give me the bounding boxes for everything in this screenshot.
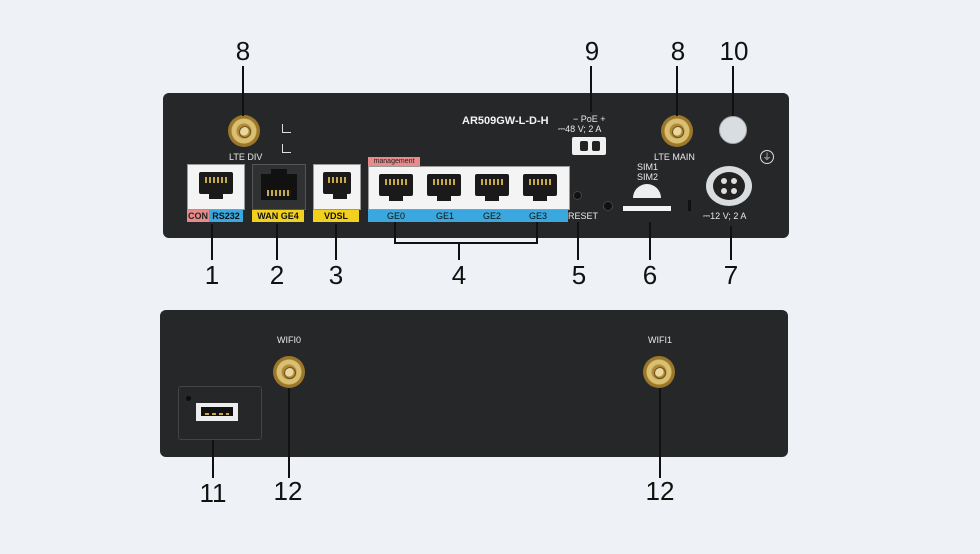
leader-12-right bbox=[659, 388, 661, 478]
ge-label-bar bbox=[368, 210, 568, 222]
callout-9: 9 bbox=[584, 36, 600, 66]
wifi1-antenna-connector bbox=[643, 356, 675, 388]
ge3-label: GE3 bbox=[528, 211, 547, 221]
callout-5: 5 bbox=[571, 260, 587, 290]
console-port[interactable] bbox=[187, 164, 245, 210]
wifi1-label: WIFI1 bbox=[648, 335, 672, 345]
ge1-label: GE1 bbox=[435, 211, 454, 221]
rj11-jack bbox=[323, 172, 351, 199]
wan-ge4-label: WAN GE4 bbox=[252, 210, 304, 222]
leader-3 bbox=[335, 224, 337, 260]
slot-mark bbox=[688, 200, 691, 211]
wifi0-label: WIFI0 bbox=[277, 335, 301, 345]
callout-3: 3 bbox=[328, 260, 344, 290]
leader-1 bbox=[211, 224, 213, 260]
ground-screw bbox=[719, 116, 747, 144]
vdsl-label: VDSL bbox=[313, 210, 359, 222]
con-label: CON bbox=[187, 210, 209, 222]
callout-11: 11 bbox=[199, 478, 227, 508]
back-panel bbox=[160, 310, 788, 457]
reset-pinhole[interactable] bbox=[573, 191, 582, 200]
leader-8-left bbox=[242, 66, 244, 116]
management-label: management bbox=[368, 157, 420, 166]
indicator-dot bbox=[603, 201, 613, 211]
rj45-jack bbox=[261, 174, 297, 200]
wifi0-antenna-connector bbox=[273, 356, 305, 388]
ge2-label: GE2 bbox=[482, 211, 501, 221]
leader-7 bbox=[730, 226, 732, 260]
callout-8-left: 8 bbox=[235, 36, 251, 66]
leader-5 bbox=[577, 222, 579, 260]
leader-6 bbox=[649, 222, 651, 260]
lte-div-antenna-connector bbox=[228, 115, 260, 147]
power-rating-label: ⎓12 V; 2 A bbox=[703, 211, 747, 221]
sim1-label: SIM1 bbox=[637, 162, 659, 172]
callout-1: 1 bbox=[204, 260, 220, 290]
sim-card-slot[interactable] bbox=[623, 184, 671, 214]
callout-7: 7 bbox=[723, 260, 739, 290]
ge2-port[interactable] bbox=[470, 172, 514, 202]
ge1-port[interactable] bbox=[422, 172, 466, 202]
leader-4-right bbox=[536, 222, 538, 244]
callout-10: 10 bbox=[719, 36, 749, 66]
rs232-label: RS232 bbox=[209, 210, 243, 222]
leader-10 bbox=[732, 66, 734, 116]
leader-11 bbox=[212, 440, 214, 478]
callout-4: 4 bbox=[451, 260, 467, 290]
poe-connector[interactable] bbox=[572, 137, 606, 155]
leader-2 bbox=[276, 224, 278, 260]
wan-ge4-port[interactable] bbox=[252, 164, 306, 210]
lte-main-label: LTE MAIN bbox=[654, 152, 695, 162]
leader-4-left bbox=[394, 222, 396, 244]
usb-led bbox=[186, 396, 191, 401]
callout-12-left: 12 bbox=[273, 476, 303, 506]
ge0-port[interactable] bbox=[374, 172, 418, 202]
rj45-jack bbox=[199, 172, 233, 199]
leader-4 bbox=[458, 242, 460, 260]
power-connector[interactable] bbox=[706, 166, 752, 206]
sim2-label: SIM2 bbox=[637, 172, 659, 182]
corner-marks bbox=[282, 144, 291, 153]
ground-icon: ⏚ bbox=[760, 150, 774, 164]
poe-polarity-label: − PoE + bbox=[573, 114, 606, 124]
vdsl-port[interactable] bbox=[313, 164, 361, 210]
callout-6: 6 bbox=[642, 260, 658, 290]
model-name: AR509GW-L-D-H bbox=[462, 115, 549, 127]
usb-port[interactable] bbox=[196, 403, 238, 421]
callout-2: 2 bbox=[269, 260, 285, 290]
usb-port-area bbox=[178, 386, 262, 440]
leader-9 bbox=[590, 66, 592, 112]
ge3-port[interactable] bbox=[518, 172, 562, 202]
leader-12-left bbox=[288, 388, 290, 478]
callout-12-right: 12 bbox=[645, 476, 675, 506]
lte-div-label: LTE DIV bbox=[229, 152, 263, 162]
callout-8-right: 8 bbox=[670, 36, 686, 66]
ge0-label: GE0 bbox=[386, 211, 405, 221]
lte-main-antenna-connector bbox=[661, 115, 693, 147]
poe-rating-label: ⎓48 V; 2 A bbox=[558, 124, 602, 134]
corner-marks bbox=[282, 124, 291, 133]
leader-4-bracket bbox=[394, 242, 538, 244]
leader-8-right bbox=[676, 66, 678, 116]
reset-label: RESET bbox=[568, 211, 599, 221]
